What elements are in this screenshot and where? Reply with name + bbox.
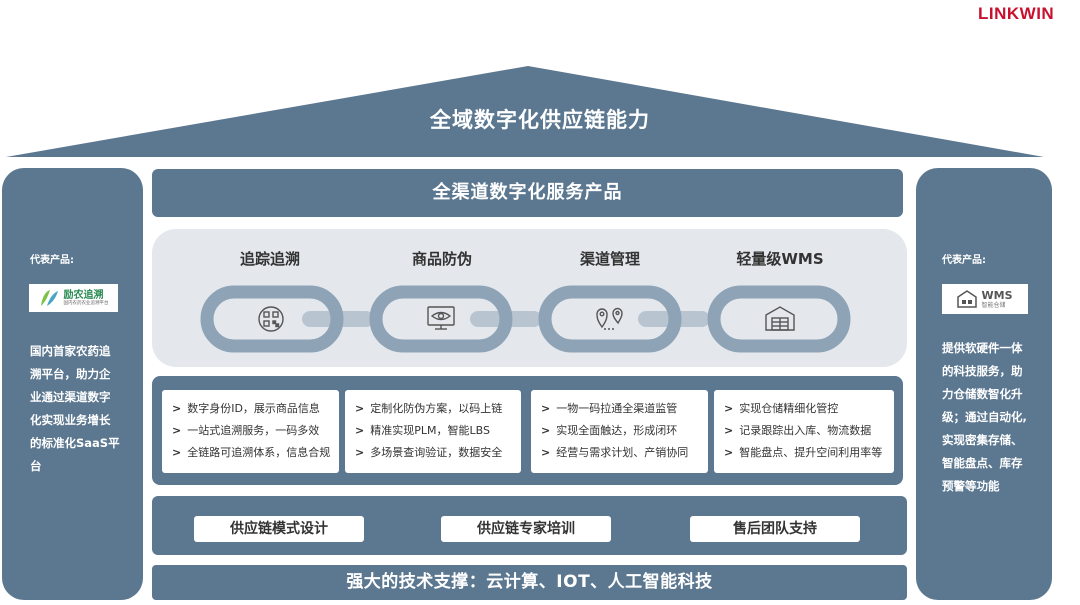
feature-text: 智能盘点、提升空间利用率等 — [739, 446, 883, 459]
category-label-tracing: 追踪追溯 — [239, 250, 300, 268]
feature-line: >实现仓储精细化管控 — [724, 402, 839, 415]
feature-card-channel: >一物一码拉通全渠道监管 >实现全面触达，形成闭环 >经营与需求计划、产销协同 — [531, 390, 708, 473]
warehouse-icon — [765, 306, 795, 331]
service-aftersales-support: 售后团队支持 — [690, 516, 860, 542]
right-desc-line: 预警等功能 — [942, 479, 1000, 493]
route-pin-icon — [596, 307, 623, 330]
leaf-logo-icon — [40, 290, 58, 306]
feature-text: 多场景查询验证，数据安全 — [370, 446, 503, 459]
chain-link-wms — [707, 285, 851, 353]
bottom-band-title: 强大的技术支撑：云计算、IOT、人工智能科技 — [152, 565, 907, 600]
left-desc-line: 台 — [30, 459, 42, 473]
qr-code-icon — [258, 306, 284, 332]
feature-text: 一物一码拉通全渠道监管 — [556, 402, 678, 415]
brand-logo: LINKWIN — [978, 4, 1055, 23]
left-desc-line: 溯平台，助力企 — [30, 367, 111, 381]
feature-text: 定制化防伪方案，以码上链 — [370, 402, 503, 415]
feature-card-tracing: >数字身份ID，展示商品信息 >一站式追溯服务，一码多效 >全链路可追溯体系，信… — [162, 390, 339, 473]
service-expert-training: 供应链专家培训 — [441, 516, 611, 542]
feature-line: >数字身份ID，展示商品信息 — [172, 402, 320, 415]
right-logo-subtext: 智能仓储 — [981, 301, 1006, 309]
left-desc-line: 化实现业务增长 — [30, 413, 111, 427]
roof-title: 全域数字化供应链能力 — [430, 108, 650, 132]
right-desc-line: 力仓储数智化升 — [942, 387, 1023, 401]
feature-text: 精准实现PLM，智能LBS — [370, 424, 490, 437]
left-desc-line: 业通过渠道数字 — [30, 390, 111, 404]
right-product-logo: WMS 智能仓储 — [942, 284, 1028, 314]
left-logo-text: 励农追溯 — [63, 289, 104, 301]
right-desc-line: 级；通过自动化, — [942, 410, 1027, 424]
right-rep-label: 代表产品: — [942, 255, 986, 266]
feature-line: >一物一码拉通全渠道监管 — [541, 402, 678, 415]
chain-graphic — [200, 285, 851, 353]
roof-shape — [6, 66, 1044, 157]
category-label-wms: 轻量级WMS — [736, 250, 824, 268]
monitor-eye-icon — [427, 306, 455, 330]
feature-line: >实现全面触达，形成闭环 — [541, 424, 678, 437]
feature-text: 实现仓储精细化管控 — [739, 402, 839, 415]
right-description: 提供软硬件一体 的科技服务，助 力仓储数智化升 级；通过自动化, 实现密集存储、… — [942, 337, 1050, 498]
right-pillar — [916, 168, 1052, 600]
feature-text: 实现全面触达，形成闭环 — [556, 424, 678, 437]
feature-text: 数字身份ID，展示商品信息 — [187, 402, 320, 415]
feature-line: >全链路可追溯体系，信息合规 — [172, 446, 331, 459]
feature-line: >精准实现PLM，智能LBS — [355, 424, 490, 437]
left-desc-line: 的标准化SaaS平 — [30, 436, 120, 450]
feature-text: 经营与需求计划、产销协同 — [556, 446, 689, 459]
feature-text: 全链路可追溯体系，信息合规 — [187, 446, 331, 459]
right-desc-line: 提供软硬件一体 — [942, 341, 1023, 355]
category-label-anticounterfeit: 商品防伪 — [411, 250, 472, 268]
chain-link-channel — [538, 285, 682, 353]
left-pillar — [2, 168, 143, 600]
feature-line: >经营与需求计划、产销协同 — [541, 446, 689, 459]
chain-link-tracing — [200, 285, 344, 353]
left-rep-label: 代表产品: — [30, 255, 74, 266]
left-logo-subtext: 国内农药农业追溯平台 — [63, 300, 109, 306]
feature-text: 记录跟踪出入库、物流数据 — [739, 424, 872, 437]
feature-line: >定制化防伪方案，以码上链 — [355, 402, 503, 415]
service-supply-chain-design: 供应链模式设计 — [194, 516, 364, 542]
right-desc-line: 的科技服务，助 — [942, 364, 1023, 378]
feature-line: >记录跟踪出入库、物流数据 — [724, 424, 872, 437]
chain-link-anticounterfeit — [369, 285, 513, 353]
category-label-channel: 渠道管理 — [579, 250, 640, 268]
feature-line: >一站式追溯服务，一码多效 — [172, 424, 320, 437]
right-desc-line: 实现密集存储、 — [942, 433, 1023, 447]
feature-card-anticounterfeit: >定制化防伪方案，以码上链 >精准实现PLM，智能LBS >多场景查询验证，数据… — [345, 390, 521, 473]
right-desc-line: 智能盘点、库存 — [942, 456, 1023, 470]
right-logo-text: WMS — [981, 288, 1013, 302]
warehouse-logo-icon — [957, 290, 978, 308]
left-desc-line: 国内首家农药追 — [30, 344, 111, 358]
top-band-title: 全渠道数字化服务产品 — [152, 169, 903, 217]
feature-line: >智能盘点、提升空间利用率等 — [724, 446, 883, 459]
feature-card-wms: >实现仓储精细化管控 >记录跟踪出入库、物流数据 >智能盘点、提升空间利用率等 — [714, 390, 894, 473]
left-description: 国内首家农药追 溯平台，助力企 业通过渠道数字 化实现业务增长 的标准化SaaS… — [30, 340, 138, 478]
feature-line: >多场景查询验证，数据安全 — [355, 446, 503, 459]
left-product-logo: 励农追溯 国内农药农业追溯平台 — [29, 284, 118, 312]
feature-text: 一站式追溯服务，一码多效 — [187, 424, 320, 437]
